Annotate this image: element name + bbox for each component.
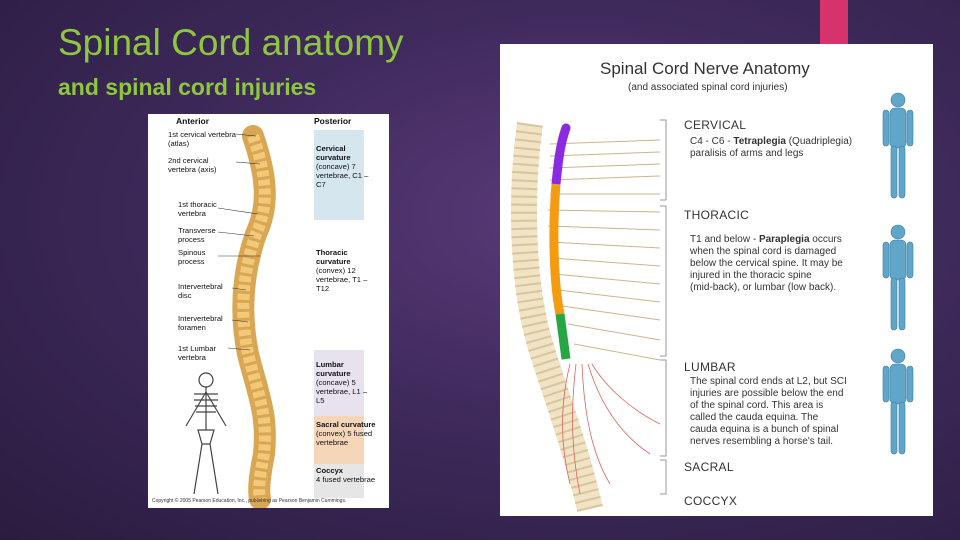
slide-subtitle: and spinal cord injuries bbox=[58, 74, 317, 100]
label-atlas: 1st cervical vertebra (atlas) bbox=[168, 130, 236, 148]
lumbar-desc: The spinal cord ends at L2, but SCI inju… bbox=[690, 376, 847, 447]
body-figure-thoracic bbox=[882, 224, 914, 331]
cord-lumbar bbox=[555, 313, 571, 360]
cervical-zone bbox=[314, 130, 364, 220]
accent-bar bbox=[820, 0, 848, 50]
section-coccyx: COCCYX bbox=[684, 494, 738, 508]
cord-thoracic bbox=[549, 183, 565, 315]
body-figure-lumbar bbox=[882, 348, 914, 455]
section-sacral: SACRAL bbox=[684, 460, 734, 474]
nerve-anatomy-figure: Spinal Cord Nerve Anatomy (and associate… bbox=[500, 44, 933, 516]
label-thoracic-curvature: Thoracic curvature(convex) 12 vertebrae,… bbox=[316, 248, 368, 293]
lumbar-zone bbox=[314, 350, 364, 416]
nerve-figure-title: Spinal Cord Nerve Anatomy bbox=[600, 59, 810, 78]
nerve-figure-subtitle: (and associated spinal cord injuries) bbox=[628, 82, 788, 93]
label-axis: 2nd cervical vertebra (axis) bbox=[168, 156, 217, 174]
section-lumbar: LUMBAR bbox=[684, 360, 736, 374]
label-spinous-process: Spinous process bbox=[178, 248, 206, 266]
thoracic-zone bbox=[314, 220, 364, 350]
slide-title: Spinal Cord anatomy bbox=[58, 22, 404, 63]
anterior-header: Anterior bbox=[176, 116, 210, 126]
label-first-thoracic: 1st thoracic vertebra bbox=[178, 200, 217, 218]
label-transverse-process: Transverse process bbox=[178, 226, 216, 244]
copyright-text: Copyright © 2005 Pearson Education, Inc.… bbox=[152, 498, 347, 504]
label-cervical-curvature: Cervical curvature(concave) 7 vertebrae,… bbox=[316, 144, 369, 189]
skeleton-icon bbox=[185, 372, 227, 495]
label-lumbar-curvature: Lumbar curvature(concave) 5 vertebrae, L… bbox=[316, 360, 368, 405]
cauda-equina bbox=[562, 363, 661, 495]
spinal-cord-illustration bbox=[511, 92, 914, 512]
label-sacral-curvature: Sacral curvature(convex) 5 fused vertebr… bbox=[316, 420, 376, 447]
label-intervertebral-foramen: Intervertebral foramen bbox=[178, 314, 223, 332]
cervical-desc: C4 - C6 - Tetraplegia (Quadriplegia) par… bbox=[690, 136, 853, 159]
spine-anatomy-figure: Anterior Posterior 1st cervical vertebra… bbox=[148, 114, 389, 508]
body-figure-cervical bbox=[882, 92, 914, 199]
spine-illustration bbox=[185, 125, 276, 508]
sacral-zone bbox=[314, 416, 364, 464]
label-first-lumbar: 1st Lumbar vertebra bbox=[178, 344, 216, 362]
posterior-header: Posterior bbox=[314, 116, 352, 126]
section-cervical: CERVICAL bbox=[684, 118, 747, 132]
coccyx-zone bbox=[314, 464, 364, 498]
cord-cervical bbox=[551, 123, 571, 189]
thoracic-desc: T1 and below - Paraplegia occurs when th… bbox=[690, 234, 843, 293]
section-thoracic: THORACIC bbox=[684, 208, 750, 222]
label-intervertebral-disc: Intervertebral disc bbox=[178, 282, 223, 300]
